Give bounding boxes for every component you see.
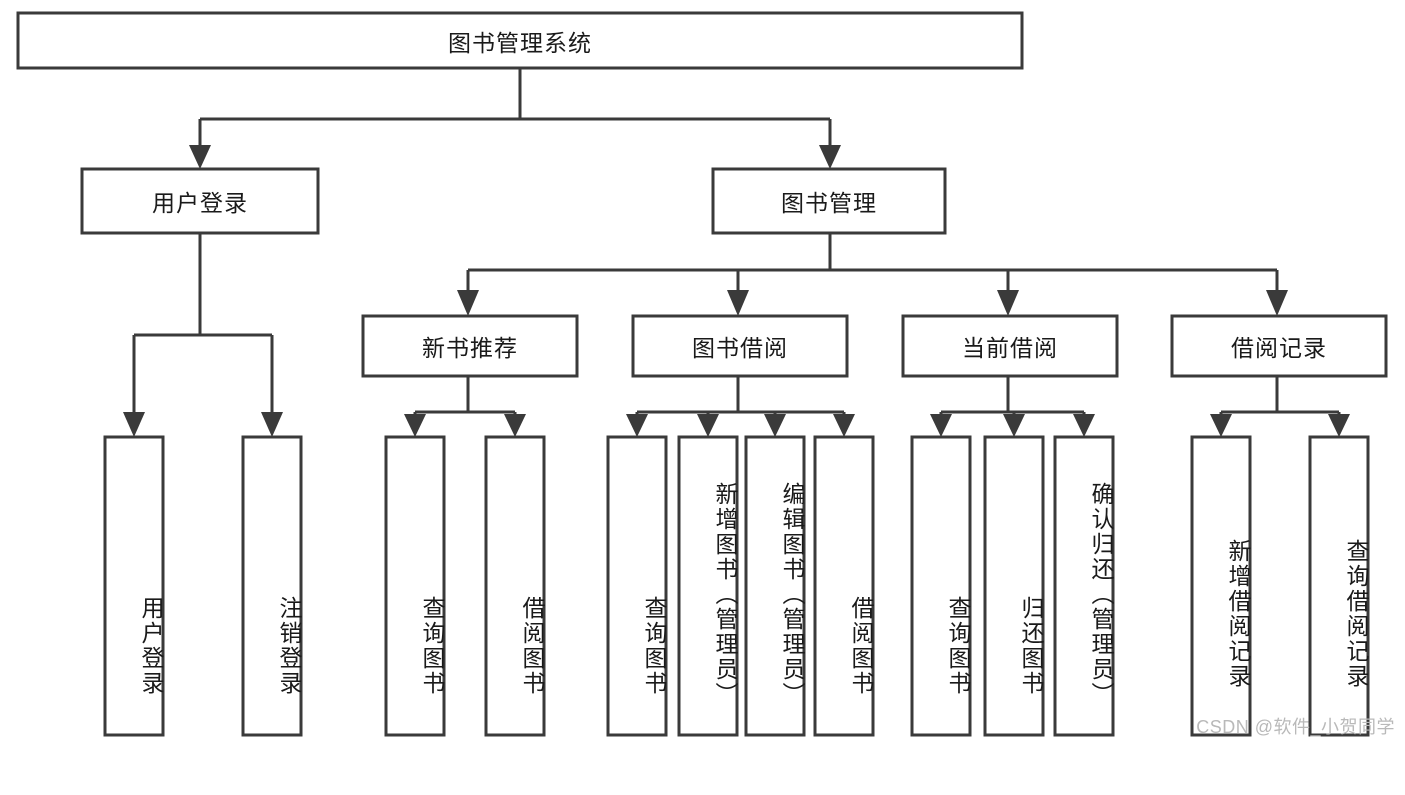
- leaf-logout-box[interactable]: [241, 435, 303, 737]
- connector-book-borrow-to-leaves: [626, 376, 855, 437]
- arrow-head-icon: [1073, 414, 1095, 437]
- connector-current-borrow-to-leaves: [930, 376, 1095, 437]
- arrow-head-icon: [727, 290, 749, 316]
- leaf-query-book-1-box[interactable]: [384, 435, 446, 737]
- arrow-head-icon: [764, 414, 786, 437]
- arrow-head-icon: [189, 145, 211, 169]
- arrow-head-icon: [819, 145, 841, 169]
- arrow-head-icon: [1003, 414, 1025, 437]
- leaf-borrow-book-2-box[interactable]: [813, 435, 875, 737]
- leaf-query-book-3-box[interactable]: [910, 435, 972, 737]
- leaf-borrow-book-1-box[interactable]: [484, 435, 546, 737]
- arrow-head-icon: [1210, 414, 1232, 437]
- connector-borrow-record-to-leaves: [1210, 376, 1350, 437]
- leaf-add-book-box[interactable]: [677, 435, 739, 737]
- arrow-head-icon: [504, 414, 526, 437]
- connector-book-manage-to-level3: [457, 233, 1288, 316]
- arrow-head-icon: [626, 414, 648, 437]
- node-new-book-recommend-box[interactable]: [361, 314, 579, 378]
- arrow-head-icon: [997, 290, 1019, 316]
- leaf-return-book-box[interactable]: [983, 435, 1045, 737]
- node-root-box[interactable]: [16, 11, 1024, 70]
- watermark-label: CSDN @软件_小贺同学: [1196, 717, 1395, 737]
- diagram-canvas: 图书管理系统 用户登录 图书管理 新书推荐 图书借阅 当前借阅 借阅记录 用户登…: [16, 11, 1395, 737]
- node-book-manage-box[interactable]: [711, 167, 947, 235]
- arrow-head-icon: [457, 290, 479, 316]
- arrow-head-icon: [404, 414, 426, 437]
- leaf-query-record-box[interactable]: [1308, 435, 1370, 737]
- node-current-borrow-box[interactable]: [901, 314, 1119, 378]
- arrow-head-icon: [1266, 290, 1288, 316]
- leaf-add-record-box[interactable]: [1190, 435, 1252, 737]
- connector-root-to-level2: [189, 68, 841, 169]
- leaf-user-login-box[interactable]: [103, 435, 165, 737]
- leaf-confirm-return-box[interactable]: [1053, 435, 1115, 737]
- leaf-edit-book-box[interactable]: [744, 435, 806, 737]
- connector-user-login-to-leaves: [123, 233, 283, 437]
- connector-new-book-recommend-to-leaves: [404, 376, 526, 437]
- node-borrow-record-box[interactable]: [1170, 314, 1388, 378]
- node-user-login-box[interactable]: [80, 167, 320, 235]
- arrow-head-icon: [833, 414, 855, 437]
- node-book-borrow-box[interactable]: [631, 314, 849, 378]
- arrow-head-icon: [261, 412, 283, 437]
- arrow-head-icon: [123, 412, 145, 437]
- arrow-head-icon: [930, 414, 952, 437]
- arrow-head-icon: [697, 414, 719, 437]
- diagram-svg: [16, 11, 1388, 737]
- arrow-head-icon: [1328, 414, 1350, 437]
- leaf-query-book-2-box[interactable]: [606, 435, 668, 737]
